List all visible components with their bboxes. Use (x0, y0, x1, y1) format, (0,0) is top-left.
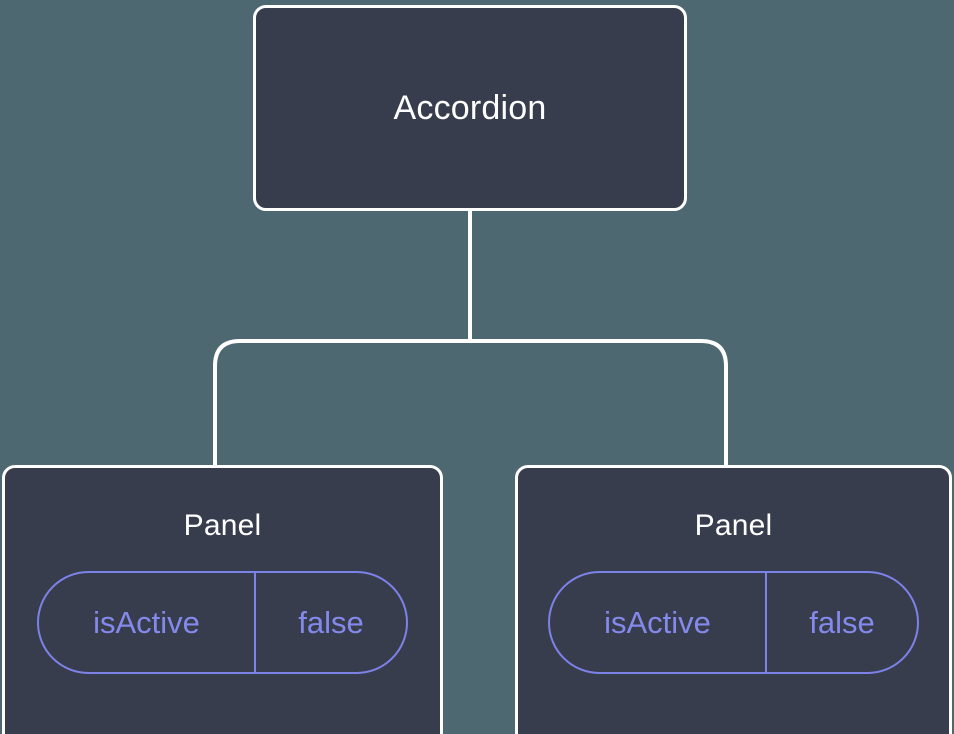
prop-value-right: false (809, 605, 875, 640)
prop-pill-right[interactable]: isActive false (548, 571, 919, 674)
prop-pill-left[interactable]: isActive false (37, 571, 408, 674)
node-panel-right[interactable]: Panel isActive false (515, 465, 952, 734)
node-panel-left-label: Panel (183, 509, 262, 542)
prop-key-right: isActive (550, 573, 767, 672)
connector-bus-right (470, 339, 728, 468)
node-accordion[interactable]: Accordion (253, 5, 687, 211)
node-panel-right-label: Panel (694, 509, 773, 542)
connector-bus-left (213, 339, 470, 468)
prop-value-left: false (298, 605, 364, 640)
prop-key-left: isActive (39, 573, 256, 672)
node-accordion-label: Accordion (393, 89, 547, 127)
node-panel-left[interactable]: Panel isActive false (2, 465, 443, 734)
